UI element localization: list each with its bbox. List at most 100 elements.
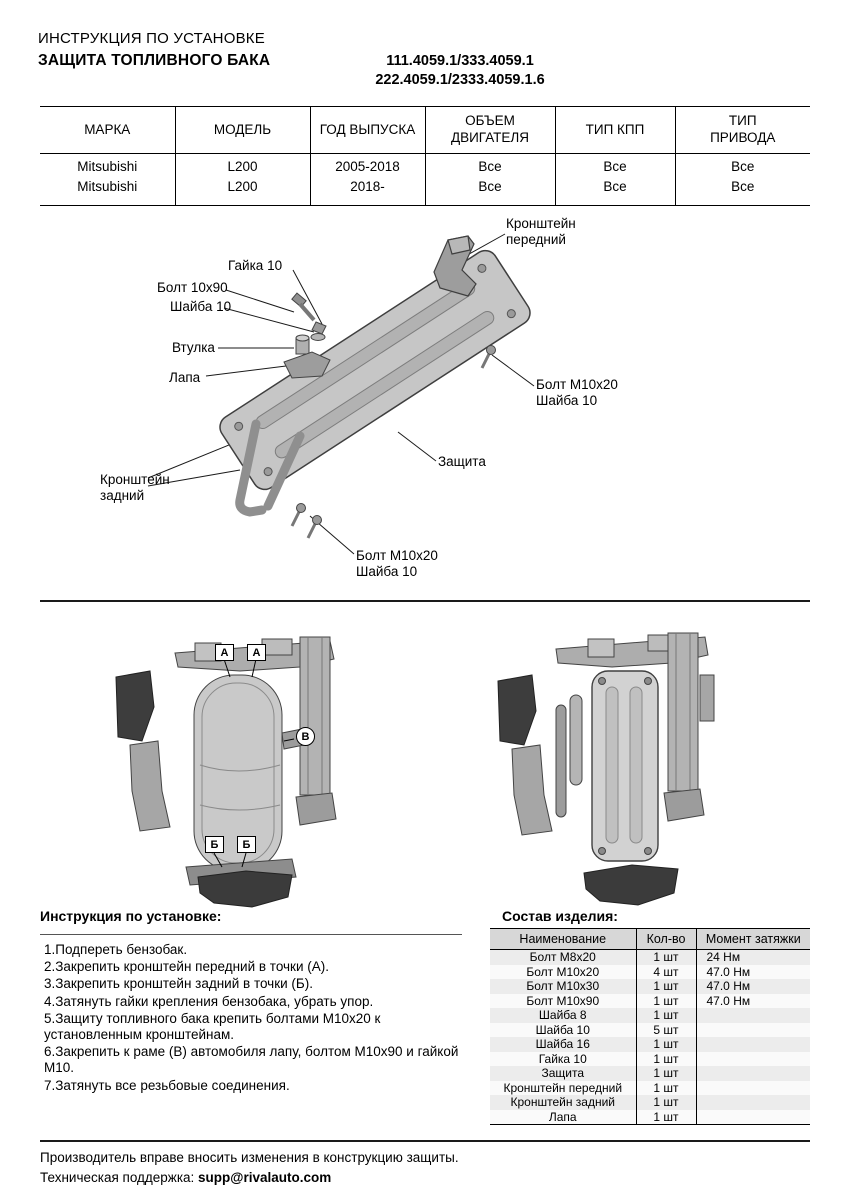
vehicle-table-header-row: МАРКА МОДЕЛЬ ГОД ВЫПУСКА ОБЪЕМ ДВИГАТЕЛЯ… <box>40 106 810 154</box>
label-bolt-10x90: Болт 10х90 <box>157 280 228 295</box>
part-qty: 1 шт <box>635 979 696 994</box>
label-nut-10: Гайка 10 <box>228 258 283 273</box>
footer-divider <box>40 1140 810 1142</box>
support-email: supp@rivalauto.com <box>198 1170 332 1185</box>
vehicle-cell-year: 2005-2018 <box>309 153 425 177</box>
divider-line <box>40 600 810 602</box>
label-bolt-m10x20-bottom: Болт М10х20 Шайба 10 <box>356 548 438 580</box>
vehicle-header-model: МОДЕЛЬ <box>174 106 310 154</box>
part-name: Шайба 8 <box>538 1008 587 1023</box>
instruction-step: 4.Затянуть гайки крепления бензобака, уб… <box>44 993 374 1009</box>
label-paw: Лапа <box>169 370 201 385</box>
vehicle-row: Mitsubishi L200 2018- Все Все Все <box>40 176 810 207</box>
parts-row: Гайка 10 1 шт <box>490 1051 810 1066</box>
part-qty: 1 шт <box>635 1080 696 1095</box>
vehicle-cell-year: 2018- <box>309 176 425 207</box>
instructions-rule <box>40 934 462 935</box>
exploded-view-drawing <box>147 233 535 555</box>
parts-table-header-row: Наименование Кол-во Момент затяжки <box>490 928 810 950</box>
part-torque: 24 Нм <box>695 949 810 965</box>
label-bolt-right-line1: Болт М10х20 <box>536 377 618 392</box>
part-torque <box>695 1037 810 1052</box>
parts-row: Шайба 16 1 шт <box>490 1037 810 1052</box>
label-front-bracket: Кронштейн передний <box>506 216 576 248</box>
label-washer-10-top: Шайба 10 <box>170 299 232 314</box>
parts-row: Шайба 10 5 шт <box>490 1022 810 1037</box>
parts-header-qty: Кол-во <box>635 928 696 950</box>
part-qty: 1 шт <box>635 1109 696 1125</box>
paw-assembly <box>283 292 331 379</box>
part-qty: 1 шт <box>635 993 696 1008</box>
vehicle-cell-brand: Mitsubishi <box>40 176 175 207</box>
parts-row: Болт М8х20 1 шт 24 Нм <box>490 949 810 965</box>
part-name: Кронштейн передний <box>503 1080 623 1095</box>
parts-row: Болт М10х20 4 шт 47.0 Нм <box>490 964 810 979</box>
instruction-step: 2.Закрепить кронштейн передний в точки (… <box>44 959 330 975</box>
label-bolt-bottom-line1: Болт М10х20 <box>356 548 438 563</box>
instruction-step: 1.Подпереть бензобак. <box>44 942 188 957</box>
part-torque <box>695 1008 810 1023</box>
underbody-view-installed <box>497 632 715 906</box>
parts-header-name: Наименование <box>490 928 636 950</box>
part-qty: 1 шт <box>635 1008 696 1023</box>
part-torque <box>695 1095 810 1110</box>
parts-row: Болт М10х90 1 шт 47.0 Нм <box>490 993 810 1008</box>
part-qty: 1 шт <box>635 1051 696 1066</box>
marker-point-b: Б <box>237 836 256 853</box>
part-torque <box>695 1109 810 1125</box>
parts-row: Защита 1 шт <box>490 1066 810 1081</box>
vehicle-cell-drive: Все <box>674 176 810 207</box>
bolts-bottom-part <box>290 503 322 539</box>
vehicle-table: МАРКА МОДЕЛЬ ГОД ВЫПУСКА ОБЪЕМ ДВИГАТЕЛЯ… <box>40 106 810 207</box>
part-name: Болт М8х20 <box>529 950 596 965</box>
marker-point-b: Б <box>205 836 224 853</box>
part-torque: 47.0 Нм <box>695 993 810 1008</box>
vehicle-header-gearbox: ТИП КПП <box>554 106 675 154</box>
instruction-step: 6.Закрепить к раме (В) автомобиля лапу, … <box>44 1044 459 1076</box>
instructions-title: Инструкция по установке: <box>40 908 222 924</box>
support-line: Техническая поддержка: supp@rivalauto.co… <box>40 1170 331 1185</box>
underbody-drawings <box>0 615 849 913</box>
label-bushing: Втулка <box>172 340 215 355</box>
vehicle-header-brand: МАРКА <box>40 106 175 154</box>
part-torque: 47.0 Нм <box>695 979 810 994</box>
label-bolt-m10x20-right: Болт М10х20 Шайба 10 <box>536 377 618 409</box>
part-qty: 4 шт <box>635 964 696 979</box>
part-qty: 1 шт <box>635 1095 696 1110</box>
label-washer-bottom-line2: Шайба 10 <box>356 564 418 580</box>
part-name: Болт М10х20 <box>526 964 600 979</box>
vehicle-cell-engine: Все <box>424 153 555 177</box>
part-name: Кронштейн задний <box>510 1095 615 1110</box>
part-torque <box>695 1051 810 1066</box>
vehicle-header-engine: ОБЪЕМ ДВИГАТЕЛЯ <box>424 106 555 154</box>
vehicle-cell-gearbox: Все <box>554 176 675 207</box>
part-torque <box>695 1066 810 1081</box>
parts-title: Состав изделия: <box>502 908 618 924</box>
vehicle-cell-gearbox: Все <box>554 153 675 177</box>
parts-row: Болт М10х30 1 шт 47.0 Нм <box>490 979 810 994</box>
vehicle-header-drive: ТИП ПРИВОДА <box>674 106 810 154</box>
part-name: Лапа <box>490 1109 636 1125</box>
instructions-list: 1.Подпереть бензобак. 2.Закрепить кроншт… <box>44 942 472 1095</box>
marker-point-a: А <box>215 644 234 661</box>
part-name: Болт М10х30 <box>526 979 600 994</box>
part-qty: 1 шт <box>635 1066 696 1081</box>
part-name: Гайка 10 <box>538 1051 587 1066</box>
label-protection: Защита <box>438 454 486 469</box>
label-washer-right-line2: Шайба 10 <box>536 393 598 409</box>
part-name: Шайба 10 <box>535 1022 590 1037</box>
parts-row: Кронштейн задний 1 шт <box>490 1095 810 1110</box>
underbody-view-stock <box>115 636 337 908</box>
vehicle-cell-engine: Все <box>424 176 555 207</box>
part-qty: 1 шт <box>635 1037 696 1052</box>
protection-plate <box>219 249 531 491</box>
manufacturer-note: Производитель вправе вносить изменения в… <box>40 1150 459 1165</box>
product-title: ЗАЩИТА ТОПЛИВНОГО БАКА <box>38 52 271 69</box>
vehicle-row: Mitsubishi L200 2005-2018 Все Все Все <box>40 153 810 177</box>
vehicle-header-year: ГОД ВЫПУСКА <box>309 106 425 154</box>
part-qty: 1 шт <box>635 949 696 965</box>
parts-row: Лапа 1 шт <box>490 1109 810 1125</box>
bolt-right-part <box>480 345 496 369</box>
exploded-view-diagram: Кронштейн передний Гайка 10 Болт 10х90 Ш… <box>0 210 849 600</box>
